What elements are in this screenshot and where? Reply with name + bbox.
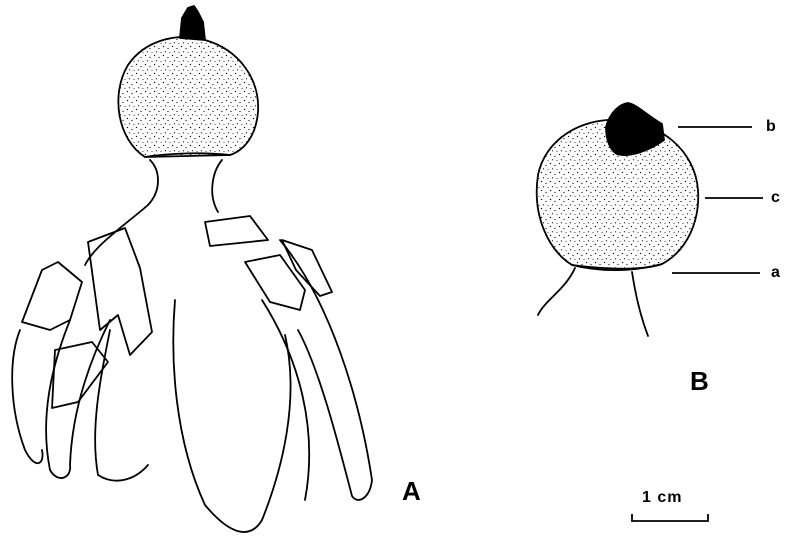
scale-bar	[632, 514, 708, 521]
callout-label-c: c	[771, 190, 780, 206]
stalk-a	[148, 160, 222, 212]
patch-2	[245, 255, 305, 310]
patch-6	[52, 342, 108, 408]
specimen-b	[537, 103, 698, 336]
peristome-a	[180, 6, 205, 40]
panel-a-label: A	[402, 478, 421, 504]
patch-5	[22, 262, 82, 330]
ray-left	[46, 320, 110, 478]
ray-center-left	[85, 205, 148, 265]
ray-left-inner	[95, 330, 148, 481]
patch-1	[205, 216, 268, 246]
scale-bar-label: 1 cm	[642, 490, 682, 506]
panel-b-label: B	[690, 368, 709, 394]
ray-center	[173, 300, 290, 532]
specimen-a	[12, 6, 372, 532]
callout-label-b: b	[766, 119, 776, 135]
stalk-b	[538, 268, 648, 336]
ray-far-left	[12, 330, 42, 463]
callout-label-a: a	[771, 265, 780, 281]
ray-right-inner	[262, 300, 309, 500]
spore-sac-a	[118, 37, 258, 157]
